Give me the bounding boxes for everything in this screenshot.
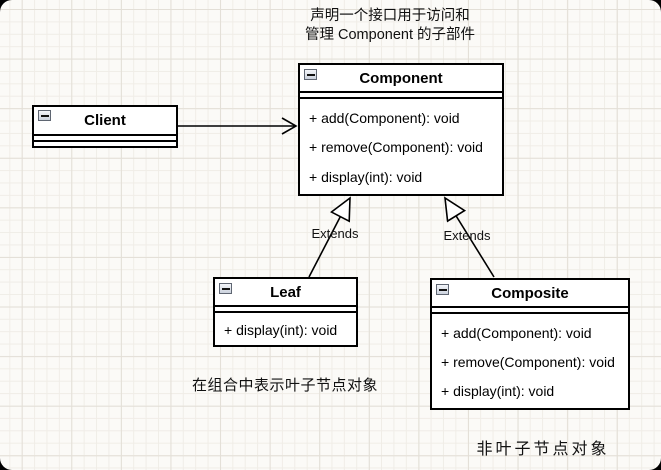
method: + display(int): void <box>309 169 423 186</box>
class-component-methods: + add(Component): void + remove(Componen… <box>300 99 502 194</box>
class-leaf-methods: + display(int): void <box>215 313 356 345</box>
class-leaf-attributes <box>215 307 356 313</box>
method: + add(Component): void <box>441 324 592 341</box>
class-component-title: Component <box>359 69 443 87</box>
method: + display(int): void <box>224 322 338 338</box>
collapse-icon[interactable] <box>304 69 317 80</box>
class-client-header: Client <box>34 107 176 136</box>
class-client-title: Client <box>84 112 126 129</box>
class-client[interactable]: Client <box>32 105 178 148</box>
class-leaf[interactable]: Leaf + display(int): void <box>213 277 358 347</box>
class-component-attributes <box>300 93 502 99</box>
collapse-icon[interactable] <box>436 284 449 295</box>
extends-label-leaf: Extends <box>311 226 359 241</box>
class-component[interactable]: Component + add(Component): void + remov… <box>298 63 504 196</box>
class-composite[interactable]: Composite + add(Component): void + remov… <box>430 278 630 410</box>
method: + remove(Component): void <box>309 139 483 156</box>
class-composite-methods: + add(Component): void + remove(Componen… <box>432 314 628 408</box>
collapse-icon[interactable] <box>219 283 232 294</box>
class-composite-header: Composite <box>432 280 628 308</box>
method: + display(int): void <box>441 383 555 400</box>
note-component-description: 声明一个接口用于访问和 管理 Component 的子部件 <box>304 8 476 43</box>
class-component-header: Component <box>300 65 502 93</box>
note-leaf-description: 在组合中表示叶子节点对象 <box>191 377 378 394</box>
class-client-methods <box>34 142 176 146</box>
class-leaf-header: Leaf <box>215 279 356 307</box>
class-composite-attributes <box>432 308 628 314</box>
note-composite-description: 非叶子节点对象 <box>476 441 610 458</box>
extends-label-composite: Extends <box>443 228 491 243</box>
method: + remove(Component): void <box>441 353 615 370</box>
class-composite-title: Composite <box>491 284 569 302</box>
collapse-icon[interactable] <box>38 110 51 121</box>
class-leaf-title: Leaf <box>270 283 301 301</box>
class-client-attributes <box>34 136 176 142</box>
method: + add(Component): void <box>309 109 460 126</box>
